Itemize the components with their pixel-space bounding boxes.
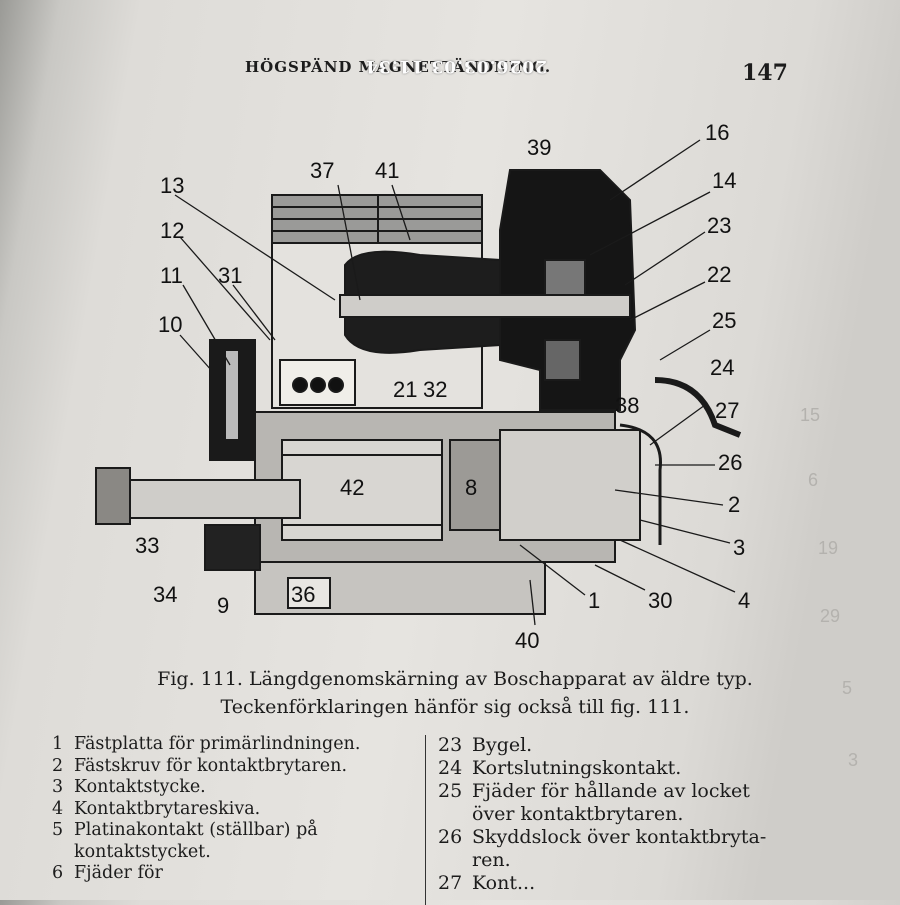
figure-caption-line1: Fig. 111. Längdgenomskärning av Boschapp… xyxy=(157,668,753,690)
legend-right-column: 23 Bygel. 24 Kortslutningskontakt. 25 Fjäde… xyxy=(438,734,868,895)
legend-number: 5 xyxy=(52,820,64,840)
callout-23: 23 xyxy=(707,213,731,238)
leader-lines xyxy=(174,139,736,626)
column-divider xyxy=(425,735,426,905)
callout-4: 4 xyxy=(738,588,750,613)
callout-31: 31 xyxy=(218,263,242,288)
callout-34: 34 xyxy=(153,582,177,607)
callout-30: 30 xyxy=(648,588,672,613)
legend-text: Kortslutningskontakt. xyxy=(472,757,682,779)
legend-number: 2 xyxy=(52,755,64,776)
running-header: HÖGSPÄND MAGNETTÄNDNING. xyxy=(245,58,552,76)
legend-text: Bygel. xyxy=(472,734,533,756)
callout-40: 40 xyxy=(515,628,539,653)
legend-number xyxy=(52,842,74,864)
bleed-through-text: 15 xyxy=(800,405,821,425)
legend-text: ren. xyxy=(472,849,511,871)
callout-26: 26 xyxy=(718,450,742,475)
legend-number: 27 xyxy=(438,872,463,894)
bleed-through-text: 5 xyxy=(842,678,853,698)
legend-number: 26 xyxy=(438,826,463,848)
magneto-drawing xyxy=(95,169,742,615)
callout-25: 25 xyxy=(712,308,736,333)
callout-12: 12 xyxy=(160,218,184,243)
callout-10: 10 xyxy=(158,312,182,337)
legend-text: Fjäder för hållande av locket xyxy=(472,780,750,802)
callout-14: 14 xyxy=(712,168,736,193)
callout-3: 3 xyxy=(733,535,745,560)
callout-2: 2 xyxy=(728,492,740,517)
callout-9: 9 xyxy=(217,593,229,618)
legend-entry: 23 Bygel. xyxy=(438,734,868,757)
callout-8: 8 xyxy=(465,475,477,500)
legend-entry: 6 Fjäder för xyxy=(52,863,422,885)
legend-entry: 5 Platinakontakt (ställbar) på xyxy=(52,820,422,842)
page-number: 147 xyxy=(742,60,788,86)
legend-number: 23 xyxy=(438,734,463,756)
legend-entry: 27 Kont... xyxy=(438,872,868,895)
bleed-through-text: 6 xyxy=(808,470,819,490)
callout-24: 24 xyxy=(710,355,734,380)
figure-caption-line2: Teckenförklaringen hänför sig också till… xyxy=(220,696,690,718)
callout-36: 36 xyxy=(291,582,315,607)
callout-32: 32 xyxy=(423,377,447,402)
legend-text: Kont... xyxy=(472,872,536,894)
callout-1: 1 xyxy=(588,588,600,613)
legend-text: Skyddslock över kontaktbryta- xyxy=(472,826,767,848)
magneto-cross-section-figure: 39 37 41 16 14 13 12 23 31 11 22 10 25 2… xyxy=(95,120,750,653)
legend-number: 3 xyxy=(52,777,64,797)
callout-39: 39 xyxy=(527,135,551,160)
bleed-through-text: 29 xyxy=(820,606,841,626)
legend-text: Fästplatta för primärlindningen. xyxy=(74,734,361,754)
legend-entry: kontaktstycket. xyxy=(52,842,422,864)
legend-number: 25 xyxy=(438,780,463,802)
callout-38: 38 xyxy=(615,393,639,418)
legend-entry: 24 Kortslutningskontakt. xyxy=(438,757,868,780)
callout-22: 22 xyxy=(707,262,731,287)
legend-entry: 3 Kontaktstycke. xyxy=(52,777,422,799)
legend-entry: 26 Skyddslock över kontaktbryta- xyxy=(438,826,868,849)
callout-41: 41 xyxy=(375,158,399,183)
legend-text: Fästskruv för kontaktbrytaren. xyxy=(74,755,348,776)
callout-16: 16 xyxy=(705,120,729,145)
legend-text: Platinakontakt (ställbar) på xyxy=(74,820,318,840)
legend-number: 24 xyxy=(438,757,463,779)
callout-13: 13 xyxy=(160,173,184,198)
callout-21: 21 xyxy=(393,377,417,402)
callout-42: 42 xyxy=(340,475,364,500)
bleed-through-text: 19 xyxy=(818,538,839,558)
legend-text: kontaktstycket. xyxy=(74,841,211,862)
callout-labels: 39 37 41 16 14 13 12 23 31 11 22 10 25 2… xyxy=(135,120,750,653)
legend-number xyxy=(438,849,472,872)
legend-text: över kontaktbrytaren. xyxy=(472,803,684,825)
legend-text: Kontaktbrytareskiva. xyxy=(74,798,261,819)
callout-33: 33 xyxy=(135,533,159,558)
legend-number: 1 xyxy=(52,734,64,754)
callout-27: 27 xyxy=(715,398,739,423)
callout-37: 37 xyxy=(310,158,334,183)
legend-number: 4 xyxy=(52,798,64,819)
callout-11: 11 xyxy=(160,263,183,288)
legend-entry: ren. xyxy=(438,849,868,872)
legend-entry: över kontaktbrytaren. xyxy=(438,803,868,826)
legend-left-column: 1 Fästplatta för primärlindningen. 2 Fästs… xyxy=(52,734,422,885)
legend-entry: 4 Kontaktbrytareskiva. xyxy=(52,799,422,821)
legend-text: Kontaktstycke. xyxy=(74,777,206,797)
legend-entry: 1 Fästplatta för primärlindningen. xyxy=(52,734,422,756)
legend-entry: 25 Fjäder för hållande av locket xyxy=(438,780,868,803)
legend-number xyxy=(438,803,472,826)
bleed-through-text: 3 xyxy=(848,750,859,770)
legend-text: Fjäder för xyxy=(74,863,163,883)
legend-entry: 2 Fästskruv för kontaktbrytaren. xyxy=(52,756,422,778)
legend-number: 6 xyxy=(52,863,64,883)
